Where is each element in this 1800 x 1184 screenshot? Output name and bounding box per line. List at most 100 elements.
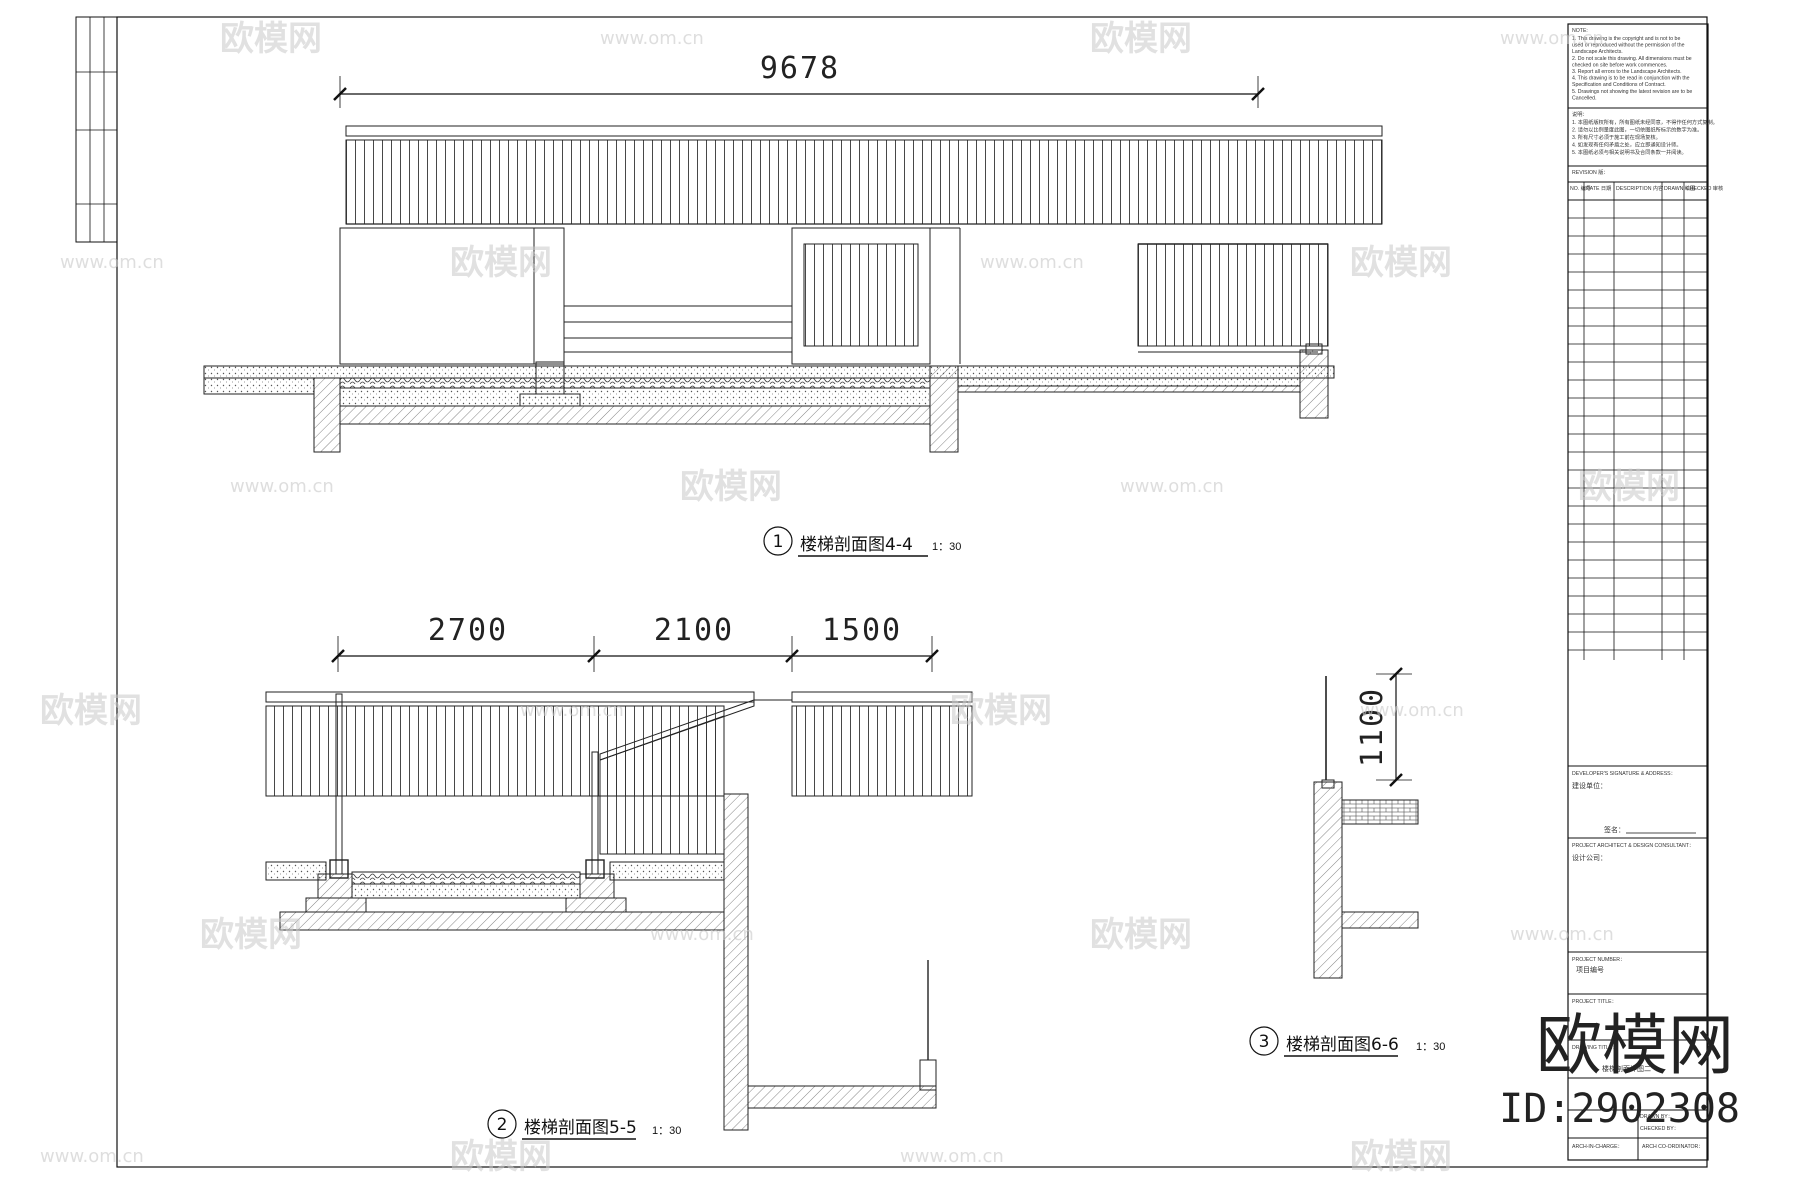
note-line-en: 4. This drawing is to be read in conjunc… xyxy=(1572,76,1690,82)
svg-text:1：30: 1：30 xyxy=(652,1125,681,1137)
watermark-url: www.om.cn xyxy=(1500,28,1604,49)
watermark-brand: 欧模网 xyxy=(1090,19,1192,59)
dimension-label-2100: 2100 xyxy=(654,613,734,648)
revision-table xyxy=(1568,181,1708,660)
note-line-en: 2. Do not scale this drawing. All dimens… xyxy=(1572,56,1692,62)
section-4-4: 9678 xyxy=(203,51,1383,557)
watermark-url: www.om.cn xyxy=(1120,476,1224,497)
note-line-en: 5. Drawings not showing the latest revis… xyxy=(1572,89,1692,95)
notes-cn: 1. 本图纸版权所有，所有图纸未经同意，不得作任何方式复制。2. 请勿以比例量度… xyxy=(1572,118,1718,156)
revision-column-head: DRAWN 绘图 xyxy=(1664,184,1695,192)
ground-slab-5-5 xyxy=(265,793,937,1131)
upper-railing xyxy=(345,125,1383,225)
note-line-en: 1. This drawing is the copyright and is … xyxy=(1572,36,1680,42)
watermark-brand: 欧模网 xyxy=(200,915,302,955)
dimension-label-2700: 2700 xyxy=(428,613,508,648)
dimension-label-1100: 1100 xyxy=(1355,687,1390,767)
revision-column-head: DESCRIPTION 内容 xyxy=(1616,184,1663,192)
note-line-cn: 2. 请勿以比例量度此图，一切依图纸所标示的数字为准。 xyxy=(1572,126,1702,134)
svg-text:楼梯剖面图4-4: 楼梯剖面图4-4 xyxy=(800,535,913,555)
watermark-brand: 欧模网 xyxy=(1090,915,1192,955)
note-line-en: used or reproduced without the permissio… xyxy=(1572,43,1685,49)
note-line-en: Landscape Architects. xyxy=(1572,49,1623,55)
dimension-label-1500: 1500 xyxy=(822,613,902,648)
architect-label: PROJECT ARCHITECT & DESIGN CONSULTANT： xyxy=(1572,843,1694,849)
wall-6-6 xyxy=(1313,676,1419,979)
section-label-5-5: 2 楼梯剖面图5-5 1：30 xyxy=(487,1109,681,1140)
svg-text:1: 1 xyxy=(773,532,784,552)
watermark-brand: 欧模网 xyxy=(1350,1137,1452,1177)
note-line-cn: 3. 所有尺寸必须于施工前在现场复核。 xyxy=(1572,133,1661,141)
notes-en: 1. This drawing is the copyright and is … xyxy=(1572,36,1692,101)
note-line-en: Cancelled. xyxy=(1572,95,1597,101)
svg-text:1：30: 1：30 xyxy=(1416,1041,1445,1053)
project-number-value: 项目编号 xyxy=(1576,965,1604,974)
note-heading: NOTE: xyxy=(1572,28,1588,34)
drawing-title-label: DRAWING TITLE： xyxy=(1572,1045,1618,1051)
dimension-line-mid xyxy=(331,636,939,672)
watermark-url: www.om.cn xyxy=(1360,700,1464,721)
brand-id-text: ID:2902308 xyxy=(1499,1086,1740,1132)
watermark-brand: 欧模网 xyxy=(450,243,552,283)
watermark-brand: 欧模网 xyxy=(1350,243,1452,283)
watermark-url: www.om.cn xyxy=(230,476,334,497)
ground-slab-4-4 xyxy=(203,343,1335,453)
section-5-5: 2700 2100 1500 xyxy=(265,613,973,1140)
watermark-brand: 欧模网 xyxy=(950,691,1052,731)
developer-label: DEVELOPER'S SIGNATURE & ADDRESS： xyxy=(1572,771,1676,777)
dimension-label-9678: 9678 xyxy=(760,51,840,86)
watermark-url: www.om.cn xyxy=(60,252,164,273)
brand-logo-text: 欧模网 xyxy=(1536,1007,1734,1084)
revision-column-head: DATE 日期 xyxy=(1586,185,1611,192)
note-line-en: 3. Report all errors to the Landscape Ar… xyxy=(1572,69,1682,75)
title-block: NOTE: 1. This drawing is the copyright a… xyxy=(1567,23,1723,1161)
svg-text:楼梯剖面图6-6: 楼梯剖面图6-6 xyxy=(1286,1035,1399,1055)
sheet-frame xyxy=(75,16,1708,1168)
dimension-line-vertical xyxy=(1376,667,1412,787)
section-label-6-6: 3 楼梯剖面图6-6 1：30 xyxy=(1249,1026,1445,1057)
watermark-brand: 欧模网 xyxy=(40,691,142,731)
watermark-url: www.om.cn xyxy=(520,700,624,721)
dimension-line-top xyxy=(333,76,1265,108)
section-6-6: 1100 3 楼梯剖面图6-6 1：30 xyxy=(1249,667,1445,1057)
sign-label: 签名： xyxy=(1604,825,1625,834)
drawing-title-value: 楼梯剖面详图二 xyxy=(1602,1064,1651,1073)
note-heading-cn: 说明： xyxy=(1572,110,1588,118)
drawn-by-label: DRAWN BY： xyxy=(1640,1114,1673,1120)
note-line-en: checked on site before work commences. xyxy=(1572,62,1667,68)
watermark-brand: 欧模网 xyxy=(450,1137,552,1177)
arch-coordinator-label: ARCH CO-ORDINATOR： xyxy=(1642,1144,1703,1150)
svg-text:楼梯剖面图5-5: 楼梯剖面图5-5 xyxy=(524,1118,637,1138)
revision-rows xyxy=(1568,217,1708,651)
watermark-brand: 欧模网 xyxy=(680,467,782,507)
section-label-4-4: 1 楼梯剖面图4-4 1：30 xyxy=(763,526,961,557)
project-number-label: PROJECT NUMBER： xyxy=(1572,957,1625,963)
watermark-url: www.om.cn xyxy=(980,252,1084,273)
structure-frame xyxy=(339,227,1329,365)
watermark-brand: 欧模网 xyxy=(1578,467,1680,507)
note-line-cn: 4. 如发现有任何矛盾之处，应立即通知设计师。 xyxy=(1572,141,1682,149)
mid-railing xyxy=(265,691,973,875)
note-line-cn: 1. 本图纸版权所有，所有图纸未经同意，不得作任何方式复制。 xyxy=(1572,118,1718,126)
watermark-url: www.om.cn xyxy=(900,1146,1004,1167)
svg-text:3: 3 xyxy=(1259,1032,1270,1052)
watermark-url: www.om.cn xyxy=(1510,924,1614,945)
watermark-url: www.om.cn xyxy=(650,924,754,945)
svg-text:1：30: 1：30 xyxy=(932,541,961,553)
watermark-url: www.om.cn xyxy=(40,1146,144,1167)
watermark-brand: 欧模网 xyxy=(220,19,322,59)
svg-text:2: 2 xyxy=(497,1115,508,1135)
developer-value: 建设单位： xyxy=(1572,781,1607,790)
revision-label: REVISION 版： xyxy=(1572,168,1609,176)
checked-by-label: CHECKED BY： xyxy=(1640,1126,1679,1132)
watermark-layer: 欧模网欧模网欧模网欧模网欧模网欧模网欧模网欧模网欧模网欧模网欧模网欧模网www.… xyxy=(40,19,1680,1177)
brand-stamp: 欧模网 ID:2902308 xyxy=(1499,1007,1740,1132)
architect-value: 设计公司： xyxy=(1572,853,1607,862)
watermark-url: www.om.cn xyxy=(600,28,704,49)
revision-column-head: CHECKED 审核 xyxy=(1686,184,1723,192)
revision-column-head: NO. 编号 xyxy=(1570,184,1591,192)
note-line-cn: 5. 本图纸必须与相关说明书及合同条款一并阅读。 xyxy=(1572,148,1687,156)
note-line-en: Specification and Conditions of Contract… xyxy=(1572,82,1666,88)
